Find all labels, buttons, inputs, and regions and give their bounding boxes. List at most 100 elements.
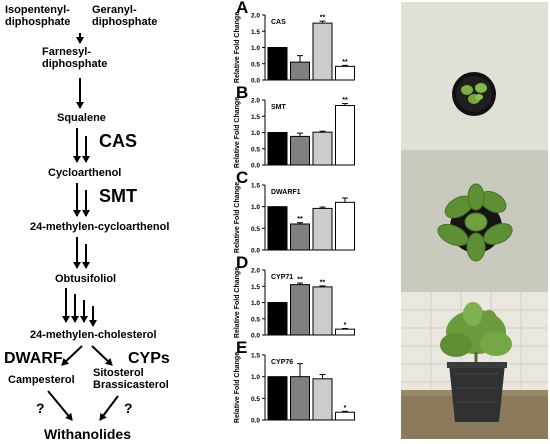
node-24-methylen-cycloarthenol: 24-methylen-cycloarthenol [30,221,169,233]
enzyme-dwarf: DWARF [4,350,63,367]
significance-mark: ** [342,97,348,104]
y-tick-label: 2.0 [251,268,260,275]
y-tick-label: 0.0 [251,418,260,425]
y-tick-label: 0.0 [251,248,260,255]
y-axis-label: Relative Fold Change [234,97,241,168]
node-cycloarthenol: Cycloarthenol [48,167,121,179]
bar [290,376,310,421]
leaf [461,85,473,95]
significance-mark: ** [320,15,326,22]
y-tick-label: 0.0 [251,333,260,340]
y-tick-label: 1.5 [251,183,260,190]
bar [335,65,355,81]
bar [290,135,310,166]
leaf [475,83,487,93]
node-geranyl: Geranyl-diphosphate [92,4,157,28]
enzyme-cyps: CYPs [128,350,170,367]
chart-title: CYP71 [271,274,293,281]
significance-mark: ** [320,279,326,286]
arrow-7-dwarf [61,345,83,366]
y-tick-label: 1.0 [251,300,260,307]
chart-title: SMT [271,104,287,111]
y-tick-label: 1.5 [251,114,260,121]
bar [335,411,355,421]
panel-label: E [236,338,247,357]
panel-label: C [236,168,248,187]
significance-mark: * [344,322,347,329]
bar [312,286,333,336]
y-tick-label: 0.5 [251,61,260,68]
bar [290,223,310,251]
significance-mark: * [344,405,347,412]
y-tick-label: 0.5 [251,226,260,233]
y-tick-label: 1.0 [251,45,260,52]
pot [449,364,505,422]
chart-title: DWARF1 [271,189,301,196]
node-campesterol: Campesterol [8,374,75,386]
y-axis-label: Relative Fold Change [234,182,241,253]
node-withanolides: Withanolides [44,426,131,442]
y-tick-label: 0.5 [251,396,260,403]
plant-photos [401,2,548,439]
rosette [437,183,513,262]
chart-title: CAS [271,19,286,26]
panel-label: B [236,83,248,102]
photo-young-plant [401,150,548,292]
panel-label: A [236,0,248,17]
y-tick-label: 1.0 [251,130,260,137]
y-tick-label: 0.5 [251,146,260,153]
photo-mature-plant [401,292,548,439]
y-tick-label: 1.5 [251,353,260,360]
node-farnesyl: Farnesyl-diphosphate [42,46,107,70]
unknown-step-right: ? [124,400,133,416]
bar [312,22,333,81]
y-tick-label: 2.0 [251,13,260,20]
bar [267,376,288,421]
y-axis-label: Relative Fold Change [234,352,241,423]
bar [267,302,288,336]
y-tick-label: 0.0 [251,163,260,170]
y-axis-label: Relative Fold Change [234,267,241,338]
bar [335,201,355,251]
y-tick-label: 1.0 [251,204,260,211]
enzyme-cas: CAS [99,131,137,151]
photo-stack [401,2,548,439]
bar [290,284,310,336]
y-tick-label: 1.5 [251,284,260,291]
chart-title: CYP76 [271,359,293,366]
bar [312,207,333,251]
bar [267,132,288,166]
arrow-7-cyps [91,345,113,366]
bar [335,105,355,166]
arrow-8b [99,395,119,421]
y-tick-label: 1.0 [251,374,260,381]
significance-mark: ** [297,216,303,223]
bar [290,61,310,81]
unknown-step-left: ? [36,400,45,416]
bar [312,131,333,166]
pathway-diagram: Isopentenyl-diphosphate Geranyl-diphosph… [4,4,170,442]
photo-seedling [401,2,548,150]
panel-label: D [236,253,248,272]
arrow-8a [47,390,73,421]
y-axis-label: Relative Fold Change [234,12,241,83]
node-squalene: Squalene [57,112,106,124]
bar [335,328,355,336]
bar [312,378,333,421]
y-tick-label: 0.0 [251,78,260,85]
significance-mark: ** [342,59,348,66]
y-tick-label: 2.0 [251,98,260,105]
y-tick-label: 1.5 [251,29,260,36]
y-tick-label: 0.5 [251,316,260,323]
bar [267,206,288,251]
leaf [475,94,483,100]
bar [267,47,288,81]
